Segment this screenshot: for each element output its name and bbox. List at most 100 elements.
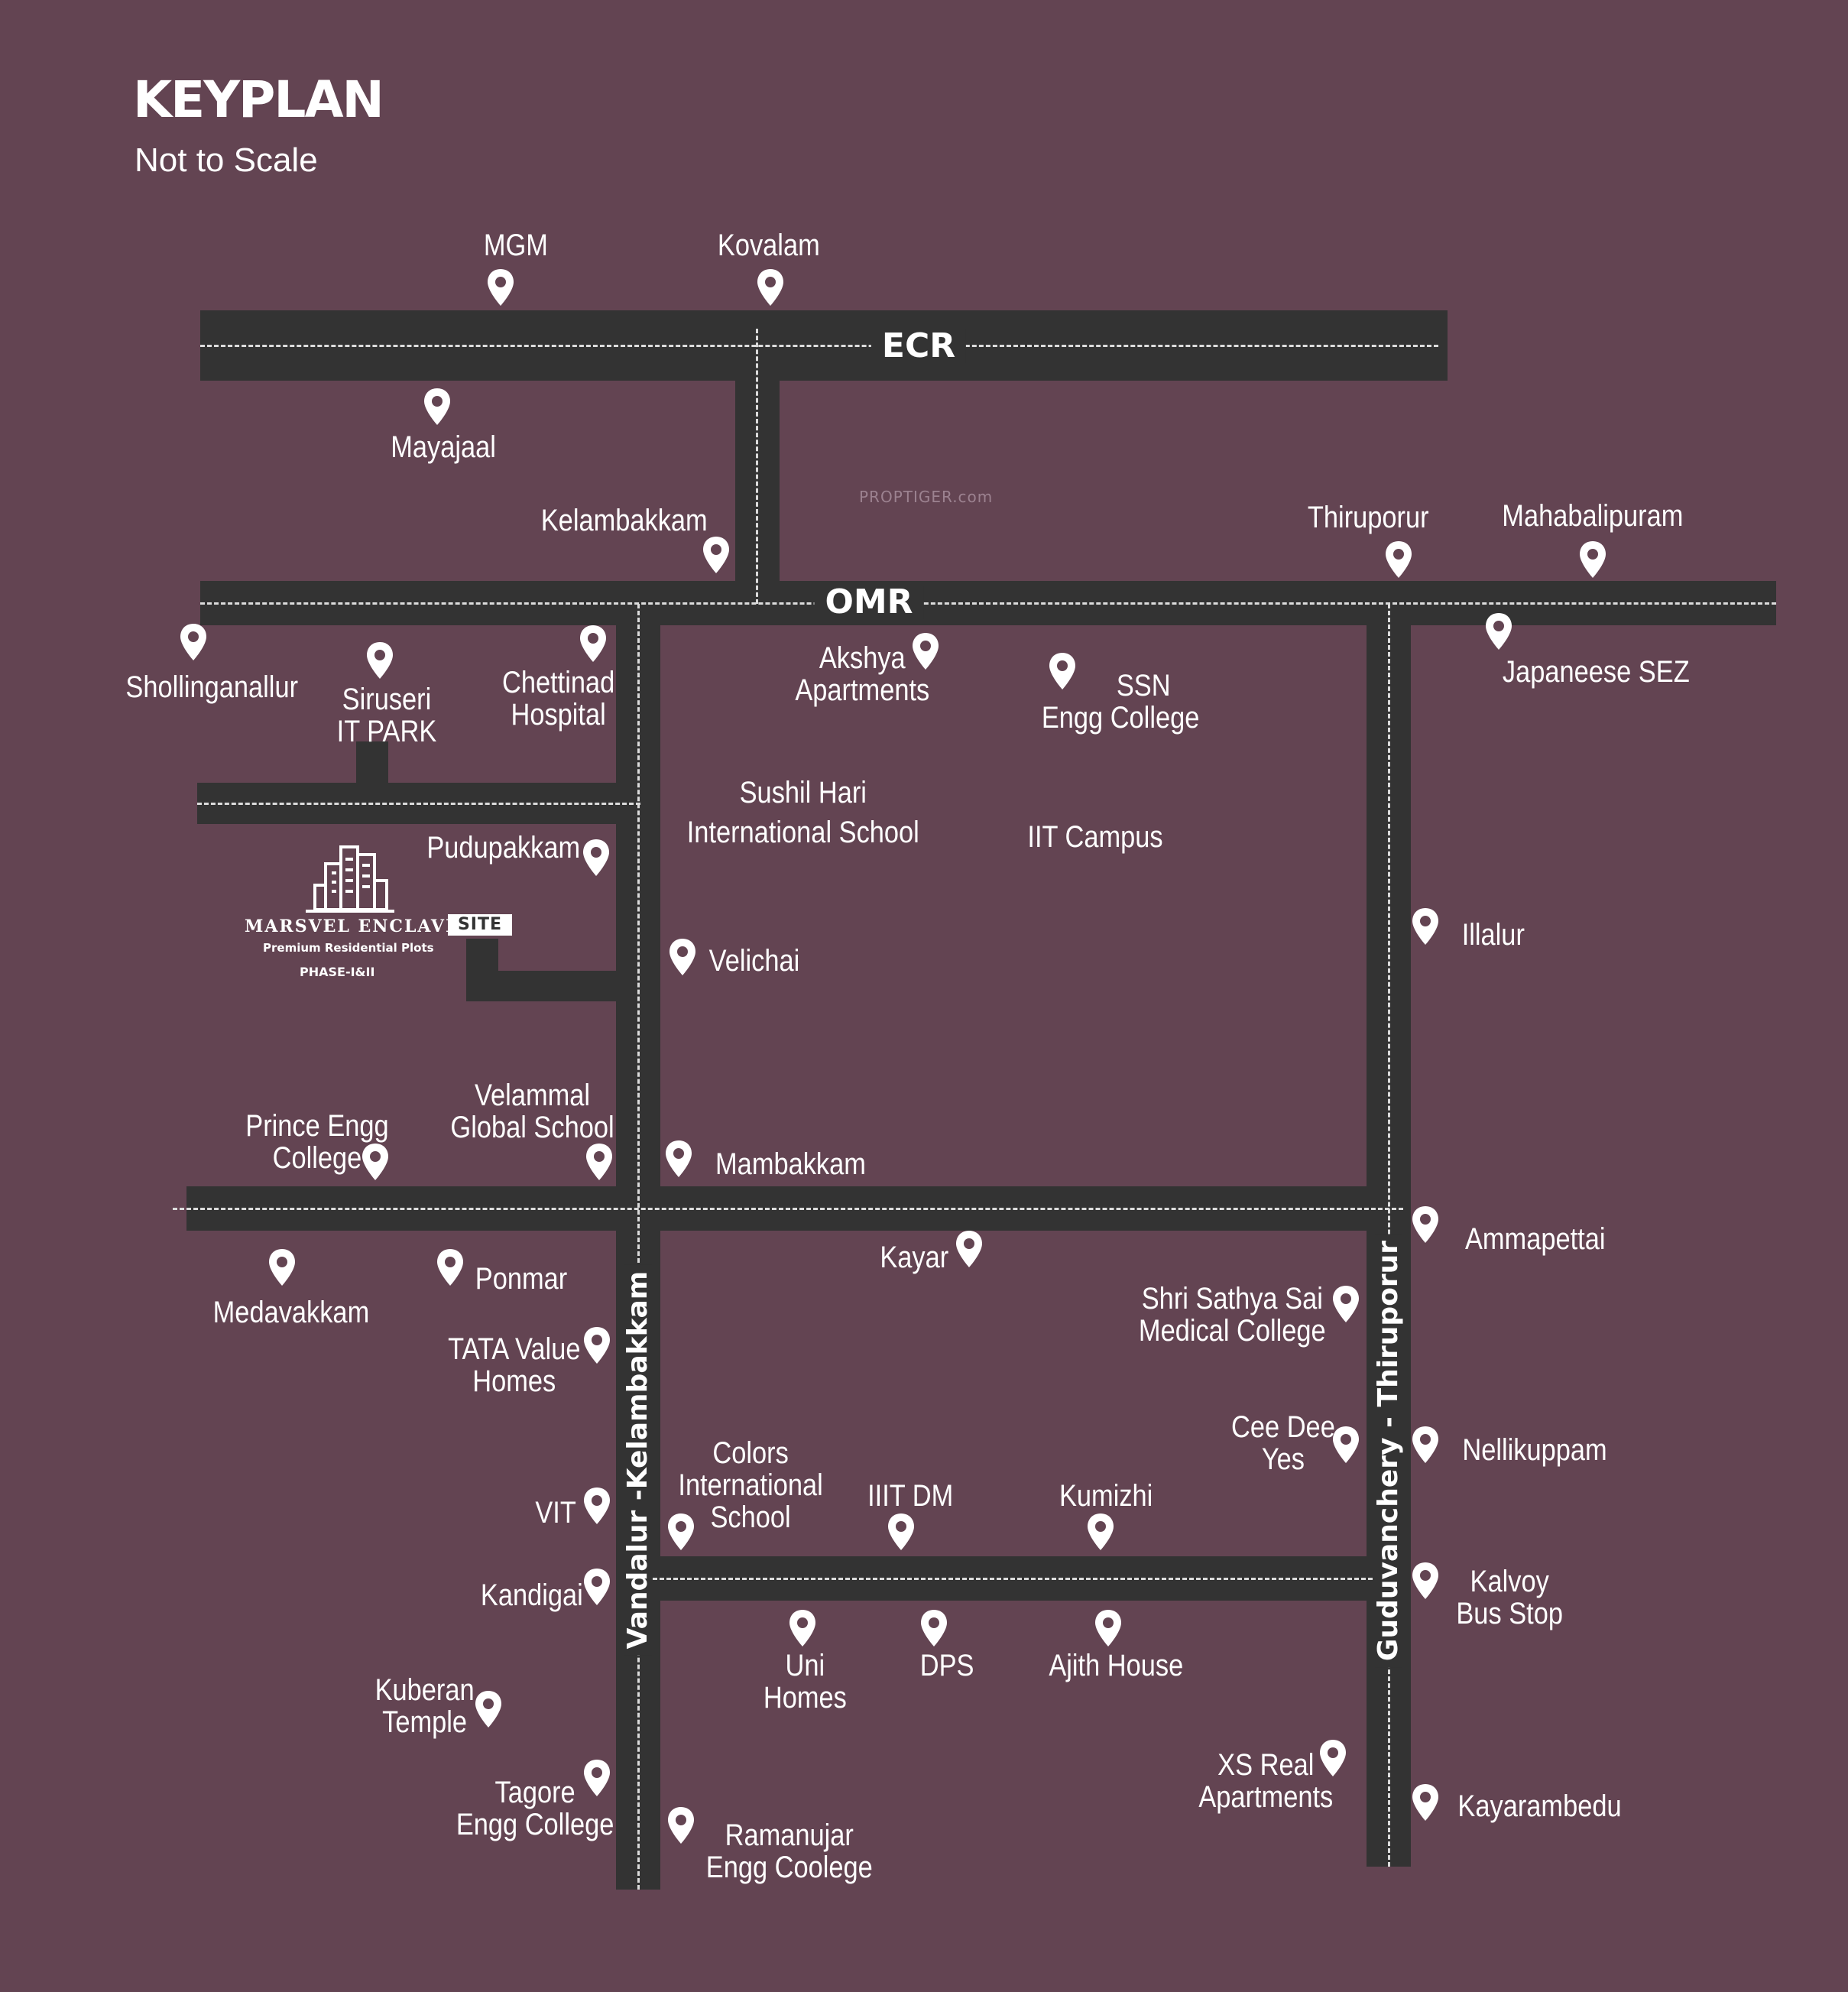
location-pin-icon-kelambakkam	[701, 535, 731, 575]
road-label-vandalur: Vandalur -Kelambakkam	[622, 1264, 653, 1656]
place-kayarambedu: Kayarambedu	[1457, 1789, 1622, 1823]
place-mahabalipuram: Mahabalipuram	[1502, 499, 1684, 533]
location-pin-icon-kovalam	[755, 268, 786, 307]
location-pin-icon-sathya	[1331, 1284, 1361, 1324]
location-pin-icon-thiruporur	[1383, 540, 1414, 579]
place-nellikuppam: Nellikuppam	[1462, 1433, 1607, 1467]
location-pin-icon-ceedee	[1331, 1425, 1361, 1465]
location-pin-icon-mayajaal	[422, 387, 452, 427]
location-pin-icon-kayarambedu	[1410, 1783, 1441, 1822]
place-iit: IIT Campus	[1027, 820, 1163, 854]
road-label-ecr: ECR	[871, 329, 967, 363]
location-pin-icon-kalvoy	[1410, 1561, 1441, 1601]
location-pin-icon-colors	[666, 1512, 696, 1552]
place-mambakkam: Mambakkam	[715, 1147, 866, 1181]
location-pin-icon-dps	[919, 1608, 949, 1648]
location-pin-icon-prince	[360, 1142, 391, 1182]
place-medavakkam: Medavakkam	[212, 1296, 370, 1329]
road-siruseri-spur	[356, 741, 388, 787]
location-pin-icon-ajith	[1093, 1608, 1123, 1648]
kandigai-cross-centerline	[639, 1578, 1373, 1580]
location-pin-icon-shollinganallur	[178, 622, 209, 662]
location-pin-icon-siruseri	[365, 641, 395, 680]
location-pin-icon-akshya	[910, 631, 941, 671]
place-ammapettai: Ammapettai	[1464, 1222, 1606, 1256]
place-japaneese: Japaneese SEZ	[1502, 655, 1690, 689]
location-pin-icon-tagore	[582, 1758, 612, 1798]
location-pin-icon-ponmar	[435, 1247, 465, 1287]
location-pin-icon-mgm	[485, 268, 516, 307]
site-phase: PHASE-I&II	[300, 965, 375, 979]
map-subtitle: Not to Scale	[135, 141, 318, 179]
vandalur-centerline	[637, 604, 640, 1890]
place-kovalam: Kovalam	[717, 229, 820, 262]
location-pin-icon-kandigai	[582, 1567, 612, 1607]
location-pin-icon-medavakkam	[267, 1247, 297, 1287]
place-illalur: Illalur	[1461, 918, 1525, 952]
location-pin-icon-xs	[1318, 1738, 1348, 1778]
mambakkam-cross-centerline	[173, 1208, 1403, 1210]
place-mgm: MGM	[483, 229, 548, 262]
map-title: KEYPLAN	[133, 70, 384, 129]
location-pin-icon-pudupakkam	[581, 838, 611, 878]
location-pin-icon-kuberan	[473, 1689, 504, 1729]
location-pin-icon-japaneese	[1483, 612, 1514, 651]
place-kandigai: Kandigai	[480, 1578, 583, 1612]
watermark: PROPTIGER.com	[859, 488, 994, 506]
place-iiitdm: IIIT DM	[867, 1479, 954, 1513]
place-vit: VIT	[535, 1496, 576, 1530]
location-pin-icon-velammal	[584, 1142, 614, 1182]
road-label-omr: OMR	[814, 586, 924, 619]
location-pin-icon-nellikuppam	[1410, 1425, 1441, 1465]
place-ajith: Ajith House	[1049, 1649, 1184, 1682]
place-velichai: Velichai	[708, 944, 800, 978]
location-pin-icon-vit	[582, 1486, 612, 1526]
site-tagline: Premium Residential Plots	[263, 941, 434, 955]
location-pin-icon-iiitdm	[886, 1512, 916, 1552]
place-pudupakkam: Pudupakkam	[426, 831, 581, 865]
road-label-guduvanchery: Guduvanchery - Thiruporur	[1373, 1234, 1404, 1668]
place-kelambakkam: Kelambakkam	[540, 504, 708, 537]
location-pin-icon-chettinad	[578, 624, 608, 663]
omr-centerline	[200, 602, 1776, 605]
place-mayajaal: Mayajaal	[391, 430, 496, 464]
place-kayar: Kayar	[880, 1241, 949, 1274]
location-pin-icon-mambakkam	[663, 1139, 694, 1179]
place-dps: DPS	[919, 1649, 974, 1682]
site-badge: SITE	[448, 914, 512, 936]
location-pin-icon-illalur	[1410, 907, 1441, 946]
location-pin-icon-ramanujar	[666, 1805, 696, 1845]
location-pin-icon-mahabalipuram	[1577, 540, 1608, 579]
ecr-centerline	[200, 345, 1438, 347]
place-shollinganallur: Shollinganallur	[125, 670, 299, 704]
location-pin-icon-tata	[582, 1325, 612, 1365]
road-site-connector-horizontal	[466, 971, 624, 1001]
link-centerline	[756, 329, 758, 604]
site-name: MARSVEL ENCLAVE	[245, 917, 460, 936]
place-thiruporur: Thiruporur	[1307, 501, 1429, 534]
location-pin-icon-kayar	[954, 1229, 984, 1269]
location-pin-icon-velichai	[667, 937, 698, 977]
location-pin-icon-uni	[787, 1608, 818, 1648]
siruseri-connector-centerline	[197, 803, 640, 805]
buildings-icon	[306, 845, 394, 913]
location-pin-icon-ssn	[1047, 651, 1078, 691]
